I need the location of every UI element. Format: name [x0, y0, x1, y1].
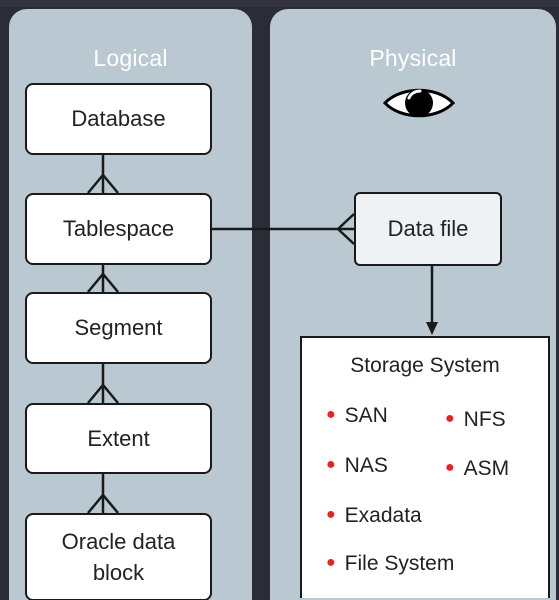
bullet-icon: ● — [445, 410, 455, 427]
segment-box: Segment — [25, 292, 212, 364]
crowsfoot-tablespace — [87, 173, 119, 194]
storage-item-nas: ● NAS — [326, 454, 388, 478]
bullet-icon: ● — [326, 554, 336, 571]
data-file-label: Data file — [387, 216, 469, 241]
extent-box: Extent — [25, 403, 212, 474]
tablespace-label: Tablespace — [62, 216, 175, 241]
window-top-border — [0, 0, 559, 7]
bullet-icon: ● — [326, 506, 336, 523]
storage-system-title: Storage System — [350, 354, 500, 377]
oracle-data-block-label: Oracle data block — [61, 529, 176, 585]
storage-item-label: Exadata — [344, 504, 422, 527]
storage-item-label: NAS — [344, 454, 388, 477]
storage-item-label: ASM — [463, 457, 510, 480]
bullet-icon: ● — [326, 456, 336, 473]
extent-label: Extent — [87, 425, 150, 451]
bullet-icon: ● — [445, 459, 455, 476]
storage-item-asm: ● ASM — [445, 457, 509, 481]
oracle-data-block-box: Oracle data block — [25, 513, 212, 600]
storage-item-file-system: ● File System — [326, 552, 454, 576]
crowsfoot-block — [87, 493, 119, 514]
eye-icon — [383, 88, 455, 118]
segment-label: Segment — [74, 315, 163, 340]
tablespace-box: Tablespace — [25, 193, 212, 265]
storage-item-label: NFS — [463, 408, 506, 431]
database-box: Database — [25, 83, 212, 155]
database-label: Database — [71, 106, 166, 131]
storage-item-label: File System — [344, 552, 455, 575]
bullet-icon: ● — [326, 406, 336, 423]
data-file-box: Data file — [354, 192, 502, 266]
crowsfoot-extent — [87, 383, 119, 404]
arrowhead-storage — [426, 322, 438, 335]
storage-item-label: SAN — [344, 404, 388, 427]
storage-item-exadata: ● Exadata — [326, 504, 422, 528]
crowsfoot-datafile — [336, 213, 355, 245]
storage-item-nfs: ● NFS — [445, 408, 506, 432]
logical-title: Logical — [93, 45, 168, 71]
storage-system-box: Storage System ● SAN ● NFS ● NAS ● ASM ● Exad… — [300, 336, 550, 598]
physical-title: Physical — [369, 45, 457, 71]
storage-item-san: ● SAN — [326, 404, 388, 428]
crowsfoot-segment — [87, 272, 119, 293]
